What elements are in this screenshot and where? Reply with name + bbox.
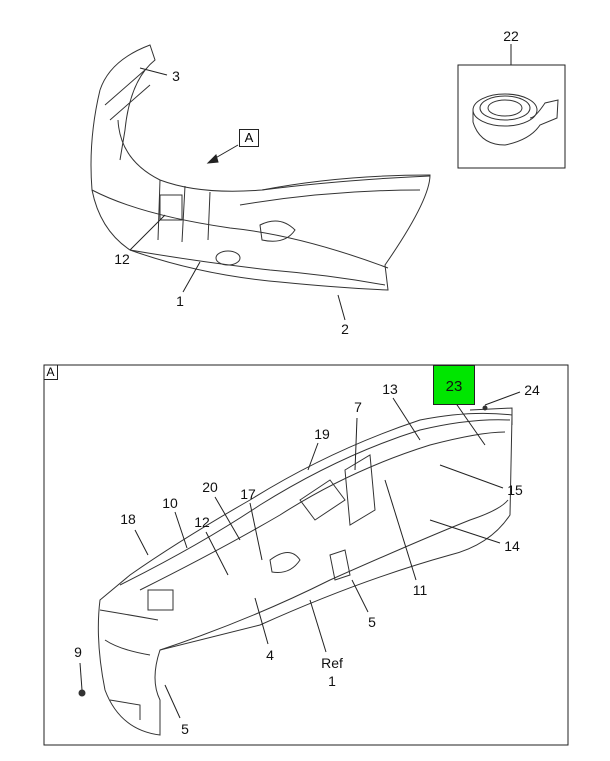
detail-frame — [43, 364, 569, 746]
callout-19: 19 — [314, 426, 330, 442]
callout-5-left: 5 — [181, 721, 189, 737]
detail-frame-label: A — [44, 365, 58, 380]
tape-roll-drawing — [457, 44, 566, 169]
callout-24: 24 — [524, 382, 540, 398]
detail-bumper-drawing — [78, 405, 513, 736]
top-bumper-drawing — [90, 44, 431, 291]
callout-5-right: 5 — [368, 614, 376, 630]
view-a-reference: A — [239, 129, 259, 147]
callout-3: 3 — [172, 68, 180, 84]
callout-12: 12 — [114, 251, 130, 267]
callout-9: 9 — [74, 644, 82, 660]
callout-22: 22 — [503, 28, 519, 44]
detail-leader-lines — [79, 391, 521, 719]
highlighted-part-23[interactable]: 23 — [433, 365, 475, 405]
callout-20: 20 — [202, 479, 218, 495]
callout-12-detail: 12 — [194, 514, 210, 530]
callout-7: 7 — [354, 399, 362, 415]
callout-1: 1 — [176, 293, 184, 309]
callout-2: 2 — [341, 321, 349, 337]
callout-13: 13 — [382, 381, 398, 397]
callout-ref-1: 1 — [328, 673, 336, 689]
callout-18: 18 — [120, 511, 136, 527]
callout-11: 11 — [412, 582, 428, 598]
callout-15: 15 — [507, 482, 523, 498]
top-leader-lines — [129, 67, 346, 321]
callout-10: 10 — [162, 495, 178, 511]
callout-4: 4 — [266, 647, 274, 663]
callout-14: 14 — [504, 538, 520, 554]
callout-ref-label: Ref — [321, 655, 343, 671]
callout-17: 17 — [240, 486, 256, 502]
callout-23: 23 — [445, 378, 463, 395]
